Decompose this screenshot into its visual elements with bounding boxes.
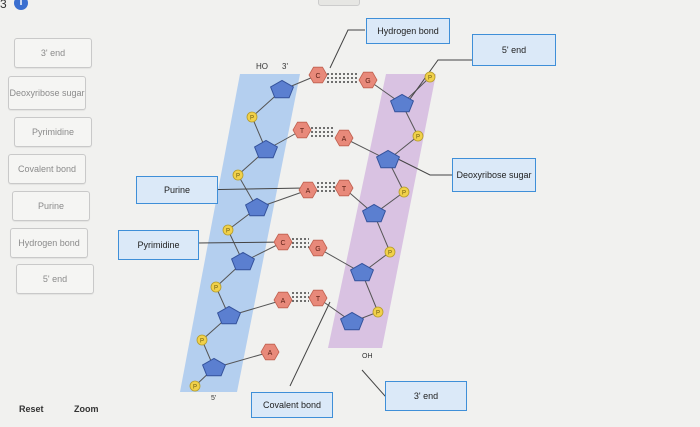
top-tab[interactable]	[318, 0, 360, 6]
svg-text:C: C	[315, 73, 320, 80]
bank-item-purine[interactable]: Purine	[12, 191, 90, 221]
left-phosphate-1: P	[232, 169, 244, 181]
svg-text:A: A	[268, 350, 273, 357]
zoom-button[interactable]: Zoom	[74, 404, 99, 414]
svg-text:P: P	[193, 385, 197, 391]
right-phosphate-3: P	[384, 246, 396, 258]
right-sugar-1	[375, 149, 401, 169]
reset-button[interactable]: Reset	[19, 404, 44, 414]
base-right-3: G	[308, 239, 328, 257]
label-pyrimidine[interactable]: Pyrimidine	[118, 230, 199, 260]
left-sugar-4	[216, 305, 242, 325]
right-sugar-2	[361, 203, 387, 223]
base-right-4: T	[308, 289, 328, 307]
svg-text:P: P	[402, 191, 406, 197]
end-label-ho: HO	[256, 62, 268, 71]
svg-text:G: G	[315, 246, 320, 253]
left-sugar-2	[244, 197, 270, 217]
label-5-end[interactable]: 5' end	[472, 34, 556, 66]
right-sugar-3	[349, 262, 375, 282]
left-sugar-3	[230, 251, 256, 271]
svg-text:P: P	[376, 311, 380, 317]
sugars	[201, 79, 415, 377]
svg-text:A: A	[342, 136, 347, 143]
svg-text:A: A	[306, 188, 311, 195]
end-label-3-prime: 3'	[282, 62, 288, 71]
left-phosphate-3: P	[210, 281, 222, 293]
top-bar: 3 i	[0, 0, 700, 12]
right-phosphate-1: P	[412, 130, 424, 142]
info-icon[interactable]: i	[14, 0, 28, 10]
svg-text:P: P	[388, 251, 392, 257]
svg-text:P: P	[236, 174, 240, 180]
bank-item-pyrimidine[interactable]: Pyrimidine	[14, 117, 92, 147]
label-deoxyribose-sugar[interactable]: Deoxyribose sugar	[452, 158, 536, 192]
base-right-0: G	[358, 71, 378, 89]
end-label-5-prime: 5'	[211, 395, 216, 402]
svg-text:G: G	[365, 78, 370, 85]
svg-text:P: P	[428, 76, 432, 82]
label-covalent-bond[interactable]: Covalent bond	[251, 392, 333, 418]
end-label-oh: OH	[362, 353, 373, 360]
right-phosphate-0: P	[424, 71, 436, 83]
bank-item-5-end[interactable]: 5' end	[16, 264, 94, 294]
right-sugar-0	[389, 93, 415, 113]
base-right-1: A	[334, 129, 354, 147]
base-left-0: C	[308, 66, 328, 84]
base-left-2: A	[298, 181, 318, 199]
base-right-2: T	[334, 179, 354, 197]
base-left-5: A	[260, 343, 280, 361]
left-phosphate-5: P	[189, 380, 201, 392]
label-hydrogen-bond[interactable]: Hydrogen bond	[366, 18, 450, 44]
question-number: 3	[0, 0, 7, 11]
svg-text:C: C	[280, 240, 285, 247]
svg-text:T: T	[300, 128, 305, 135]
right-sugar-4	[339, 311, 365, 331]
bank-item-hydrogen-bond[interactable]: Hydrogen bond	[10, 228, 88, 258]
left-sugar-1	[253, 139, 279, 159]
label-3-end[interactable]: 3' end	[385, 381, 467, 411]
svg-text:A: A	[281, 298, 286, 305]
svg-text:T: T	[342, 186, 347, 193]
phosphates: P P P P P P P P P P P	[189, 71, 436, 392]
right-phosphate-2: P	[398, 186, 410, 198]
svg-text:P: P	[416, 135, 420, 141]
svg-text:P: P	[226, 229, 230, 235]
svg-text:P: P	[214, 286, 218, 292]
bank-item-3-end[interactable]: 3' end	[14, 38, 92, 68]
left-sugar-5	[201, 357, 227, 377]
left-phosphate-4: P	[196, 334, 208, 346]
label-purine[interactable]: Purine	[136, 176, 218, 204]
right-phosphate-4: P	[372, 306, 384, 318]
left-phosphate-2: P	[222, 224, 234, 236]
left-sugar-0	[269, 79, 295, 99]
bases: C G T A A T C G A T A	[260, 66, 378, 361]
bank-item-covalent-bond[interactable]: Covalent bond	[8, 154, 86, 184]
base-left-4: A	[273, 291, 293, 309]
hydrogen-bond-dots	[292, 73, 359, 302]
base-left-3: C	[273, 233, 293, 251]
bank-item-deoxyribose-sugar[interactable]: Deoxyribose sugar	[8, 76, 86, 110]
left-phosphate-0: P	[246, 111, 258, 123]
base-left-1: T	[292, 121, 312, 139]
svg-text:P: P	[250, 116, 254, 122]
svg-text:P: P	[200, 339, 204, 345]
svg-text:T: T	[316, 296, 321, 303]
